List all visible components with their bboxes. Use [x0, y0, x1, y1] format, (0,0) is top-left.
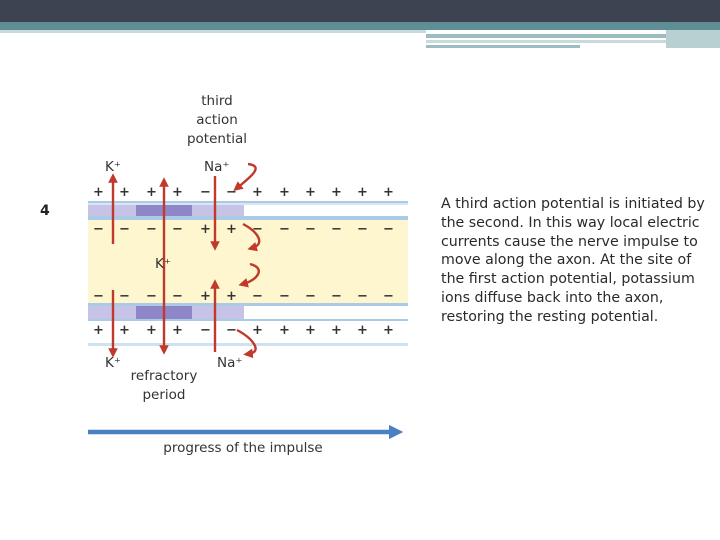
charge: + [357, 323, 368, 338]
charge: + [305, 323, 316, 338]
decor-line [0, 30, 426, 33]
charge: − [146, 222, 157, 237]
charge: + [383, 185, 394, 200]
charge: + [357, 185, 368, 200]
svg-text:third: third [201, 93, 232, 109]
caption-line: move along the axon. At the site of [441, 252, 692, 269]
charge: + [200, 289, 211, 304]
charge: + [252, 185, 263, 200]
current-curve-top-lower [242, 222, 261, 252]
decor-line [426, 34, 666, 38]
charge: + [146, 185, 157, 200]
charge: − [226, 323, 237, 338]
charge: + [172, 323, 183, 338]
current-curve-bottom-upper [238, 262, 260, 288]
na-ion-label-top: Na⁺ [204, 159, 230, 175]
refractory-period-label: refractory period [131, 368, 198, 403]
caption-text: A third action potential is initiated by… [441, 195, 711, 327]
charge: + [383, 323, 394, 338]
caption-line: A third action potential is initiated by [441, 196, 705, 212]
charge: − [226, 185, 237, 200]
progress-label: progress of the impulse [163, 440, 322, 456]
title-bar-accent [0, 22, 720, 30]
charge: − [172, 289, 183, 304]
charge: − [146, 289, 157, 304]
charges-bottom-inner: − − − − + + − − − − − − [93, 289, 394, 304]
caption-line: restoring the resting potential. [441, 308, 659, 325]
decor-line [426, 40, 666, 43]
charge: − [200, 323, 211, 338]
charge: − [119, 222, 130, 237]
charge: + [93, 185, 104, 200]
charge: − [93, 222, 104, 237]
charge: − [279, 222, 290, 237]
caption-line: the first action potential, potassium [441, 271, 695, 288]
svg-text:refractory: refractory [131, 368, 198, 384]
na-ion-label-bottom: Na⁺ [217, 355, 243, 371]
caption-line: ions diffuse back into the axon, [441, 289, 664, 306]
charge: − [200, 185, 211, 200]
svg-text:potential: potential [187, 131, 247, 147]
current-curve-top-upper [233, 162, 257, 191]
charge: + [172, 185, 183, 200]
charge: + [331, 323, 342, 338]
charge: + [93, 323, 104, 338]
ion-arrows [108, 162, 261, 359]
charges-top-outer: + + + + − − + + + + + + [93, 185, 394, 200]
caption-line: currents cause the nerve impulse to [441, 233, 698, 250]
charge: + [119, 323, 130, 338]
charges-top-inner: − − − − + + − − − − − − [93, 222, 394, 237]
svg-text:action: action [196, 112, 238, 128]
charge: − [357, 222, 368, 237]
charge: + [226, 222, 237, 237]
charge: − [119, 289, 130, 304]
charge: + [146, 323, 157, 338]
charges-bottom-outer: + + + + − − + + + + + + [93, 323, 394, 338]
charge: − [252, 222, 263, 237]
charge: − [305, 222, 316, 237]
charge: + [279, 323, 290, 338]
charge: + [279, 185, 290, 200]
k-ion-label-middle: K⁺ [155, 256, 171, 272]
charge: − [357, 289, 368, 304]
charge: + [200, 222, 211, 237]
charge: + [252, 323, 263, 338]
svg-text:period: period [142, 387, 185, 403]
charge: + [331, 185, 342, 200]
charge: − [331, 289, 342, 304]
charge: − [383, 289, 394, 304]
charge: − [331, 222, 342, 237]
charge: − [383, 222, 394, 237]
k-ion-label-bottom: K⁺ [105, 355, 121, 371]
charge: + [226, 289, 237, 304]
charge: + [305, 185, 316, 200]
decor-line [426, 45, 580, 48]
charge: − [172, 222, 183, 237]
charge: − [93, 289, 104, 304]
charge: + [119, 185, 130, 200]
caption-line: the second. In this way local electric [441, 214, 700, 231]
third-action-potential-label: third action potential [187, 93, 247, 147]
charge: − [252, 289, 263, 304]
decor-block [666, 30, 720, 48]
k-ion-label-top: K⁺ [105, 159, 121, 175]
charge: − [305, 289, 316, 304]
current-curve-bottom-lower [236, 328, 257, 359]
slide-number: 4 [40, 203, 50, 219]
title-bar [0, 0, 720, 22]
charge: − [279, 289, 290, 304]
